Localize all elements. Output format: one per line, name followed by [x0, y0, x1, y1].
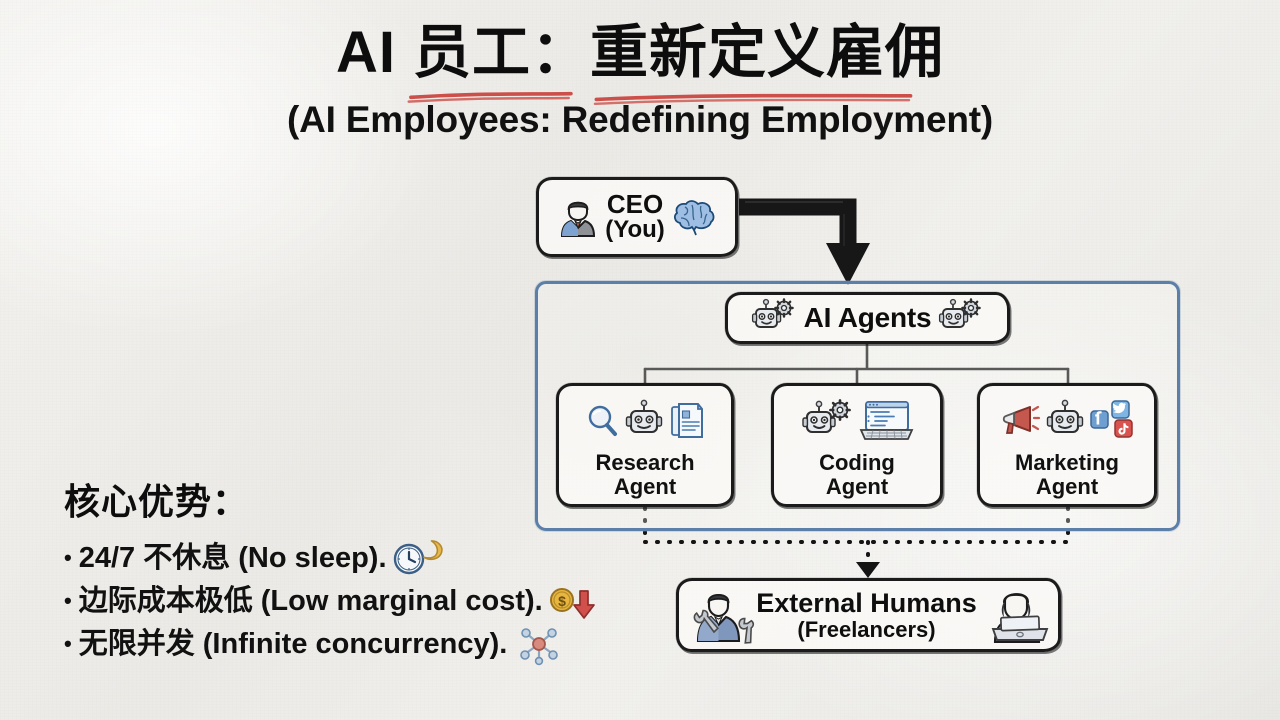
marketing-agent-icons	[1000, 394, 1134, 448]
coding-agent-icons	[801, 394, 913, 448]
external-humans-label-line2: (Freelancers)	[797, 616, 936, 642]
magnifier-icon	[585, 403, 619, 439]
page-subtitle: (AI Employees: Redefining Employment)	[287, 98, 993, 140]
external-humans-label: External Humans (Freelancers)	[756, 588, 977, 642]
marketing-agent-card[interactable]: Marketing Agent	[977, 383, 1157, 507]
red-down-arrow-icon	[572, 590, 596, 620]
robot-gear-icon	[751, 298, 796, 338]
coding-agent-label: Coding Agent	[819, 451, 895, 498]
advantage-item-infinite-concurrency: • 无限并发 (Infinite concurrency).	[64, 623, 684, 666]
coding-agent-card[interactable]: Coding Agent	[771, 383, 943, 507]
bullet-icon: •	[64, 588, 72, 614]
network-nodes-icon	[519, 624, 559, 666]
research-agent-label: Research Agent	[595, 451, 694, 498]
marketing-agent-label-line1: Marketing	[1015, 450, 1119, 476]
businessman-avatar-icon	[558, 195, 598, 239]
clock-icon	[393, 541, 427, 575]
marketing-agent-label-line2: Agent	[1035, 473, 1099, 499]
advantage-item-no-sleep: • 24/7 不休息 (No sleep).	[64, 537, 684, 579]
robot-icon	[1045, 399, 1085, 442]
ceo-label-line2: (You)	[605, 216, 665, 244]
advantage-item-no-sleep-text: 24/7 不休息 (No sleep).	[78, 542, 387, 574]
robot-icon	[624, 399, 664, 442]
advantage-item-infinite-concurrency-text: 无限并发 (Infinite concurrency).	[78, 628, 508, 661]
external-humans-box[interactable]: External Humans (Freelancers)	[676, 578, 1061, 652]
page-title: AI 员工：重新定义雇佣	[335, 20, 945, 85]
robot-gear-icon	[939, 298, 983, 338]
ceo-box[interactable]: CEO (You)	[536, 177, 738, 257]
dollar-coin-icon: $	[549, 587, 577, 615]
research-agent-label-line1: Research	[595, 450, 695, 476]
documents-icon	[669, 401, 705, 441]
research-agent-icons	[585, 394, 705, 448]
brain-icon	[672, 197, 716, 237]
ceo-to-agents-arrow	[739, 198, 870, 285]
megaphone-icon	[1000, 402, 1041, 440]
coding-agent-label-line2: Agent	[825, 473, 889, 499]
research-agent-label-line2: Agent	[613, 473, 677, 499]
woman-laptop-icon	[983, 585, 1049, 645]
ai-agents-label: AI Agents	[803, 302, 932, 333]
wrench-left	[693, 609, 720, 634]
advantages-heading: 核心优势：	[64, 481, 250, 522]
robot-gear-icon	[801, 399, 851, 443]
bullet-icon: •	[64, 631, 72, 657]
ceo-label-line1: CEO	[606, 189, 664, 219]
social-media-icons	[1090, 399, 1134, 443]
advantage-item-low-cost: • 边际成本极低 (Low marginal cost). $	[64, 580, 684, 622]
twitter-icon	[1111, 400, 1130, 419]
title-block: AI 员工：重新定义雇佣 (AI Employees: Redefining E…	[0, 20, 1280, 141]
worker-wrench-icon	[688, 585, 755, 645]
tiktok-icon	[1114, 419, 1133, 438]
external-humans-arrowhead	[856, 562, 880, 578]
ai-agents-header-box[interactable]: AI Agents	[725, 292, 1010, 344]
marketing-agent-label: Marketing Agent	[1015, 451, 1119, 498]
wrench-right	[738, 617, 755, 644]
laptop-code-icon	[856, 399, 913, 443]
external-humans-label-line1: External Humans	[756, 588, 977, 619]
crescent-moon-icon	[421, 539, 447, 565]
bullet-icon: •	[64, 545, 72, 571]
advantage-item-low-cost-text: 边际成本极低 (Low marginal cost).	[78, 585, 543, 618]
svg-text:$: $	[558, 593, 566, 609]
research-agent-card[interactable]: Research Agent	[556, 383, 734, 507]
advantages-section: 核心优势： • 24/7 不休息 (No sleep). • 边际成本极低 (L	[64, 473, 684, 666]
coding-agent-label-line1: Coding	[819, 450, 895, 476]
facebook-icon	[1090, 410, 1109, 429]
ceo-label-group: CEO (You)	[605, 189, 665, 244]
